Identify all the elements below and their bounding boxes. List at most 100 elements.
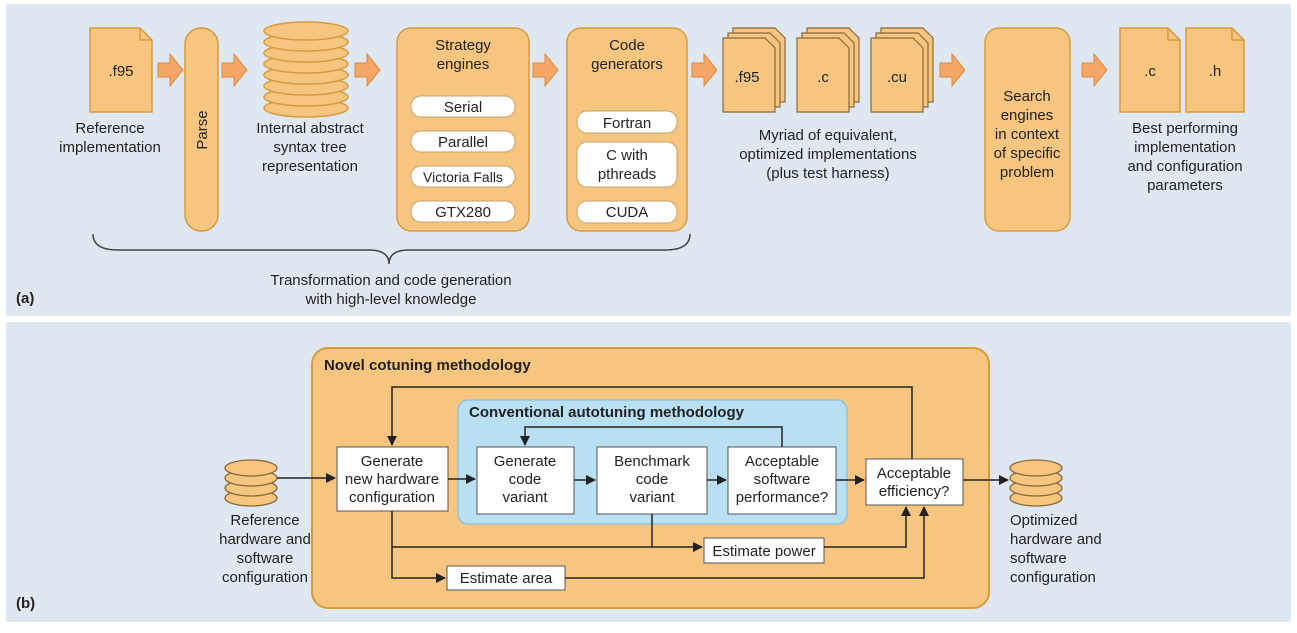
codegen-item-c-pthreads-line1: C with xyxy=(606,147,648,164)
search-line5: problem xyxy=(1000,164,1054,181)
variant-stack-f95-icon xyxy=(722,27,786,113)
codegen-item-cuda-label: CUDA xyxy=(606,204,649,221)
benchmark-code-variant-box xyxy=(596,446,708,515)
flow-arrow-5 xyxy=(691,52,718,88)
reference-file-ext: .f95 xyxy=(108,63,133,80)
variant-stack-c-label: .c xyxy=(817,69,829,86)
optimized-caption-line3: software xyxy=(1010,550,1067,567)
brace-caption-line2: with high-level knowledge xyxy=(305,291,477,308)
variant-stack-f95-label: .f95 xyxy=(734,69,759,86)
ast-caption-line1: Internal abstract xyxy=(256,120,364,137)
strategy-item-serial-label: Serial xyxy=(444,99,482,116)
codegen-item-fortran xyxy=(576,110,678,134)
flow-arrow-7 xyxy=(1081,52,1108,88)
codegen-item-cuda xyxy=(576,200,678,224)
benchmark-line3: variant xyxy=(629,489,675,506)
strategy-item-parallel-label: Parallel xyxy=(438,134,488,151)
conventional-autotuning-title: Conventional autotuning methodology xyxy=(469,404,745,421)
generate-hw-line3: configuration xyxy=(349,489,435,506)
best-caption-line1: Best performing xyxy=(1132,120,1238,137)
parse-label: Parse xyxy=(194,110,211,149)
strategy-title-line2: engines xyxy=(437,56,490,73)
acceptable-eff-line2: efficiency? xyxy=(879,483,950,500)
acceptable-efficiency-box xyxy=(865,458,964,506)
flow-connectors xyxy=(277,386,1009,583)
search-line1: Search xyxy=(1003,88,1051,105)
flow-arrow-6 xyxy=(939,52,966,88)
novel-cotuning-title: Novel cotuning methodology xyxy=(324,357,531,374)
strategy-item-victoria-falls-label: Victoria Falls xyxy=(423,169,503,185)
estimate-area-label: Estimate area xyxy=(460,570,553,587)
reference-caption-line1: Reference xyxy=(75,120,144,137)
acceptable-sw-line2: software xyxy=(754,471,811,488)
best-file-h-icon xyxy=(1185,27,1245,113)
flow-arrow-4 xyxy=(532,52,559,88)
reference-hw-caption-line4: configuration xyxy=(222,569,308,586)
generate-hw-line2: new hardware xyxy=(345,471,439,488)
acceptable-eff-line1: Acceptable xyxy=(877,465,951,482)
optimized-caption-line2: hardware and xyxy=(1010,531,1102,548)
strategy-item-gtx280 xyxy=(410,200,516,223)
search-engines-box xyxy=(984,27,1071,232)
ast-caption-line2: syntax tree xyxy=(273,139,346,156)
strategy-item-gtx280-label: GTX280 xyxy=(435,204,491,221)
generate-code-line2: code xyxy=(509,471,542,488)
reference-hw-caption-line3: software xyxy=(237,550,294,567)
reference-caption-line2: implementation xyxy=(59,139,161,156)
variants-caption-line2: optimized implementations xyxy=(739,146,917,163)
variants-caption-line3: (plus test harness) xyxy=(766,165,889,182)
variant-stack-c-icon xyxy=(796,27,860,113)
generate-hw-config-box xyxy=(336,446,449,512)
generate-code-line3: variant xyxy=(502,489,548,506)
brace-caption-line1: Transformation and code generation xyxy=(270,272,511,289)
generate-code-line1: Generate xyxy=(494,453,557,470)
variant-stack-cu-icon xyxy=(870,27,934,113)
search-line3: in context xyxy=(995,126,1060,143)
reference-hw-db-icon xyxy=(224,459,278,507)
best-caption-line3: and configuration xyxy=(1127,158,1242,175)
reference-hw-caption-line2: hardware and xyxy=(219,531,311,548)
flow-arrow-3 xyxy=(354,52,381,88)
acceptable-sw-line3: performance? xyxy=(736,489,829,506)
best-caption-line2: implementation xyxy=(1134,139,1236,156)
codegen-item-c-pthreads xyxy=(576,141,678,188)
codegen-title-line1: Code xyxy=(609,37,645,54)
codegen-item-fortran-label: Fortran xyxy=(603,115,651,132)
strategy-title-line1: Strategy xyxy=(435,37,491,54)
estimate-power-label: Estimate power xyxy=(712,543,815,560)
optimized-hw-db-icon xyxy=(1009,459,1063,507)
flow-arrow-1 xyxy=(157,52,184,88)
acceptable-sw-perf-box xyxy=(727,446,837,515)
variant-stack-cu-label: .cu xyxy=(887,69,907,86)
panel-b-mark: (b) xyxy=(16,595,35,612)
search-line4: of specific xyxy=(994,145,1061,162)
ast-database-icon xyxy=(263,21,349,118)
optimized-caption-line4: configuration xyxy=(1010,569,1096,586)
parse-stage xyxy=(184,27,219,232)
estimate-power-box xyxy=(703,537,825,564)
variants-caption-line1: Myriad of equivalent, xyxy=(759,127,897,144)
best-caption-line4: parameters xyxy=(1147,177,1223,194)
ast-caption-line3: representation xyxy=(262,158,358,175)
generate-hw-line1: Generate xyxy=(361,453,424,470)
transformation-brace xyxy=(92,233,691,265)
strategy-item-parallel xyxy=(410,130,516,153)
optimized-caption-line1: Optimized xyxy=(1010,512,1078,529)
best-file-c-icon xyxy=(1119,27,1181,113)
best-file-c-label: .c xyxy=(1144,63,1156,80)
benchmark-line2: code xyxy=(636,471,669,488)
strategy-item-victoria-falls xyxy=(410,165,516,188)
panel-a-mark: (a) xyxy=(16,290,34,307)
codegen-item-c-pthreads-line2: pthreads xyxy=(598,166,656,183)
flow-arrow-2 xyxy=(221,52,248,88)
acceptable-sw-line1: Acceptable xyxy=(745,453,819,470)
generate-code-variant-box xyxy=(476,446,575,515)
reference-hw-caption-line1: Reference xyxy=(230,512,299,529)
codegen-title-line2: generators xyxy=(591,56,663,73)
reference-file-icon xyxy=(89,27,153,113)
search-line2: engines xyxy=(1001,107,1054,124)
benchmark-line1: Benchmark xyxy=(614,453,690,470)
strategy-item-serial xyxy=(410,95,516,118)
